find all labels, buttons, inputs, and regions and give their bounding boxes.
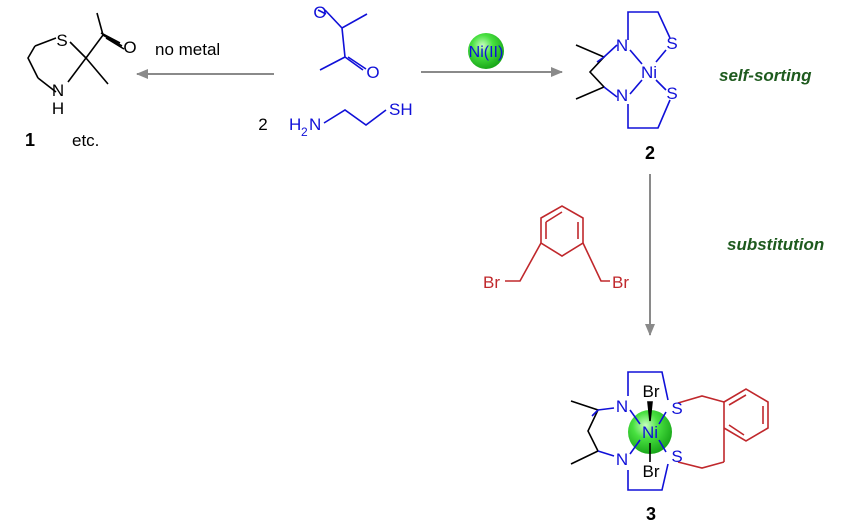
compound-1-nitrogen-atom: N: [52, 81, 64, 100]
compound-3-bromide-bottom: Br: [643, 462, 660, 481]
compound-3-bromide-top: Br: [643, 382, 660, 401]
compound-2-nitrogen-bottom: N: [616, 86, 628, 105]
compound-2-structure: N N S S Ni: [575, 11, 678, 129]
acetyl-bonds: [85, 12, 123, 85]
compound-1-etc-label: etc.: [72, 131, 99, 150]
compound-3-nitrogen-bottom: N: [616, 450, 628, 469]
butanedione-structure: O O: [313, 3, 379, 82]
butanedione-double-bonds: [317, 9, 367, 70]
compound-3-benzene-ring: [723, 388, 769, 462]
substitution-condition: substitution: [727, 235, 824, 254]
compound-2-metal-bonds: [629, 49, 667, 95]
compound-3-imine-bonds: [591, 407, 615, 457]
compound-1-oxygen-atom: O: [123, 38, 136, 57]
nickel-sphere-icon: [468, 33, 504, 69]
xylylene-aromatic-bonds: [545, 211, 579, 239]
xylylene-dibromide-structure: Br Br: [483, 205, 629, 292]
compound-3-metal-bonds: [629, 409, 667, 455]
amine-hydrogen-count: 2: [301, 125, 308, 139]
compound-3-sulfur-bottom: S: [671, 447, 682, 466]
cysteamine-structure: 2 H 2 N SH: [258, 100, 412, 139]
nickel-badge: Ni(II): [468, 33, 504, 69]
compound-2-sulfur-top: S: [666, 34, 677, 53]
compound-2-sulfur-bottom: S: [666, 84, 677, 103]
xylylene-benzylic-bonds: [505, 242, 610, 282]
compound-2-nitrogen-top: N: [616, 36, 628, 55]
compound-3-aromatic-bonds: [728, 394, 764, 436]
bromide-left: Br: [483, 273, 500, 292]
compound-1-number: 1: [25, 130, 35, 150]
amine-nitrogen: N: [309, 115, 321, 134]
compound-3-benzylic-bonds: [677, 395, 725, 469]
compound-3-carbon-bonds: [570, 400, 600, 465]
compound-3-structure: N N S S Ni Br Br: [570, 371, 769, 491]
compound-2-imine-bonds: [596, 44, 618, 98]
amine-coefficient: 2: [258, 115, 267, 134]
compound-3-number: 3: [646, 504, 656, 524]
compound-3-nitrogen-top: N: [616, 397, 628, 416]
compound-3-axial-bonds: [647, 401, 653, 462]
xylylene-benzene-ring: [540, 205, 584, 257]
compound-1-sulfur-atom: S: [56, 31, 67, 50]
butanedione-oxygen-1: O: [313, 3, 326, 22]
carbonyl-double-bond: [100, 32, 125, 50]
butanedione-oxygen-2: O: [366, 63, 379, 82]
compound-2-number: 2: [645, 143, 655, 163]
compound-2-ethylene-bridges: [627, 11, 671, 129]
bromide-right: Br: [612, 273, 629, 292]
self-sorting-condition: self-sorting: [719, 66, 812, 85]
compound-1-structure: S N H O: [27, 12, 137, 118]
compound-3-nickel-atom: Ni: [642, 423, 658, 442]
compound-2-nickel-atom: Ni: [641, 63, 657, 82]
nickel-badge-label: Ni(II): [469, 44, 504, 61]
cysteamine-chain-bonds: [323, 109, 387, 126]
butanedione-bonds: [319, 9, 368, 71]
thiol-sh-group: SH: [389, 100, 413, 119]
compound-2-carbon-bonds: [575, 44, 606, 100]
compound-1-hydrogen-atom: H: [52, 99, 64, 118]
no-metal-label: no metal: [155, 40, 220, 59]
compound-3-ethylene-bridges: [627, 371, 669, 491]
compound-3-sulfur-top: S: [671, 399, 682, 418]
amine-hydrogen: H: [289, 115, 301, 134]
